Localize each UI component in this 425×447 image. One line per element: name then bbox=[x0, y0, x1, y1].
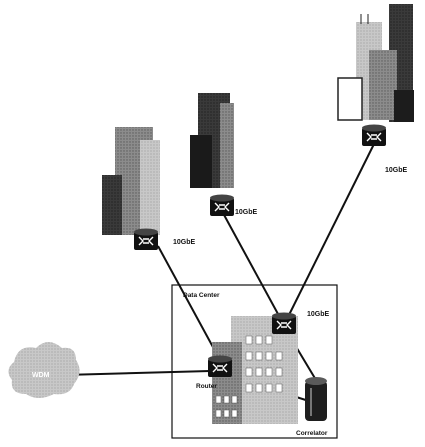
wdm-cloud-icon bbox=[8, 342, 79, 398]
switch-right-icon bbox=[362, 125, 386, 147]
correlator-icon bbox=[305, 377, 327, 421]
router-label: Router bbox=[196, 383, 217, 390]
link-wdm-to-router bbox=[64, 371, 210, 375]
link-left-to-router bbox=[158, 246, 220, 360]
switch-datacenter-label: 10GbE bbox=[307, 311, 330, 318]
link-mid-to-dcswitch bbox=[223, 213, 284, 325]
link-right-to-dcswitch bbox=[284, 144, 374, 325]
building-middle-icon bbox=[190, 93, 234, 188]
switch-left-label: 10GbE bbox=[173, 239, 196, 246]
correlator-label: Correlator bbox=[296, 430, 328, 437]
switch-middle-icon bbox=[210, 195, 234, 217]
data-center-label: Data Center bbox=[183, 292, 220, 299]
switch-left-icon bbox=[134, 229, 158, 251]
router-icon bbox=[208, 356, 232, 378]
switch-right-label: 10GbE bbox=[385, 167, 408, 174]
wdm-label: WDM bbox=[32, 372, 50, 379]
switch-middle-label: 10GbE bbox=[235, 209, 258, 216]
building-right-icon bbox=[338, 4, 414, 122]
building-left-icon bbox=[102, 127, 160, 235]
switch-datacenter-icon bbox=[272, 313, 296, 335]
